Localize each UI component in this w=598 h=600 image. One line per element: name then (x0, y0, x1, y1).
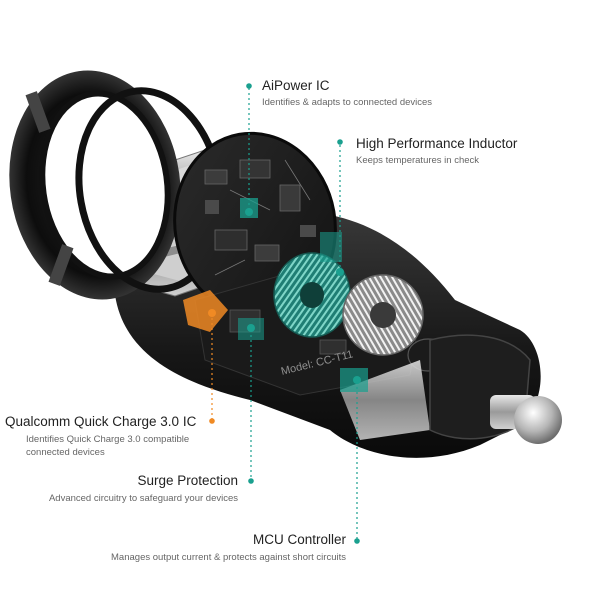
qualcomm-ic-highlight (183, 290, 228, 332)
inductor-target-dot (336, 268, 344, 276)
callout-inductor: High Performance Inductor Keeps temperat… (356, 136, 517, 167)
aipower-title: AiPower IC (262, 78, 330, 93)
qualcomm-desc-line2: connected devices (26, 447, 105, 458)
aipower-dot (246, 83, 252, 89)
qualcomm-target-dot (208, 309, 216, 317)
callout-aipower-ic: AiPower IC Identifies & adapts to connec… (262, 78, 432, 109)
mcu-target-dot (353, 376, 361, 384)
positive-contact-tip (490, 395, 562, 444)
surge-target-dot (247, 324, 255, 332)
aipower-desc: Identifies & adapts to connected devices (262, 97, 433, 108)
qualcomm-dot (209, 418, 215, 424)
mcu-desc: Manages output current & protects agains… (111, 552, 346, 563)
inductor-teal (273, 252, 351, 338)
mcu-dot (354, 538, 360, 544)
inductor-desc: Keeps temperatures in check (356, 155, 480, 166)
aipower-target-dot (245, 208, 253, 216)
inductor-dot (337, 139, 343, 145)
callout-qualcomm-ic: Qualcomm Quick Charge 3.0 IC Identifies … (5, 414, 196, 459)
mcu-title: MCU Controller (252, 532, 346, 547)
surge-desc: Advanced circuitry to safeguard your dev… (48, 493, 238, 504)
callout-surge-protection: Surge Protection Advanced circuitry to s… (49, 473, 238, 505)
inductor-title: High Performance Inductor (356, 136, 518, 151)
inductor-silver (342, 274, 424, 356)
front-bezel-ring (9, 70, 225, 300)
qualcomm-desc-line1: Identifies Quick Charge 3.0 compatible (26, 434, 190, 445)
inductor-highlight (320, 232, 342, 262)
side-contact-clip (340, 360, 430, 440)
qualcomm-title: Qualcomm Quick Charge 3.0 IC (5, 414, 197, 429)
surge-dot (248, 478, 254, 484)
callout-mcu-controller: MCU Controller Manages output current & … (111, 532, 346, 564)
surge-title: Surge Protection (137, 473, 238, 488)
